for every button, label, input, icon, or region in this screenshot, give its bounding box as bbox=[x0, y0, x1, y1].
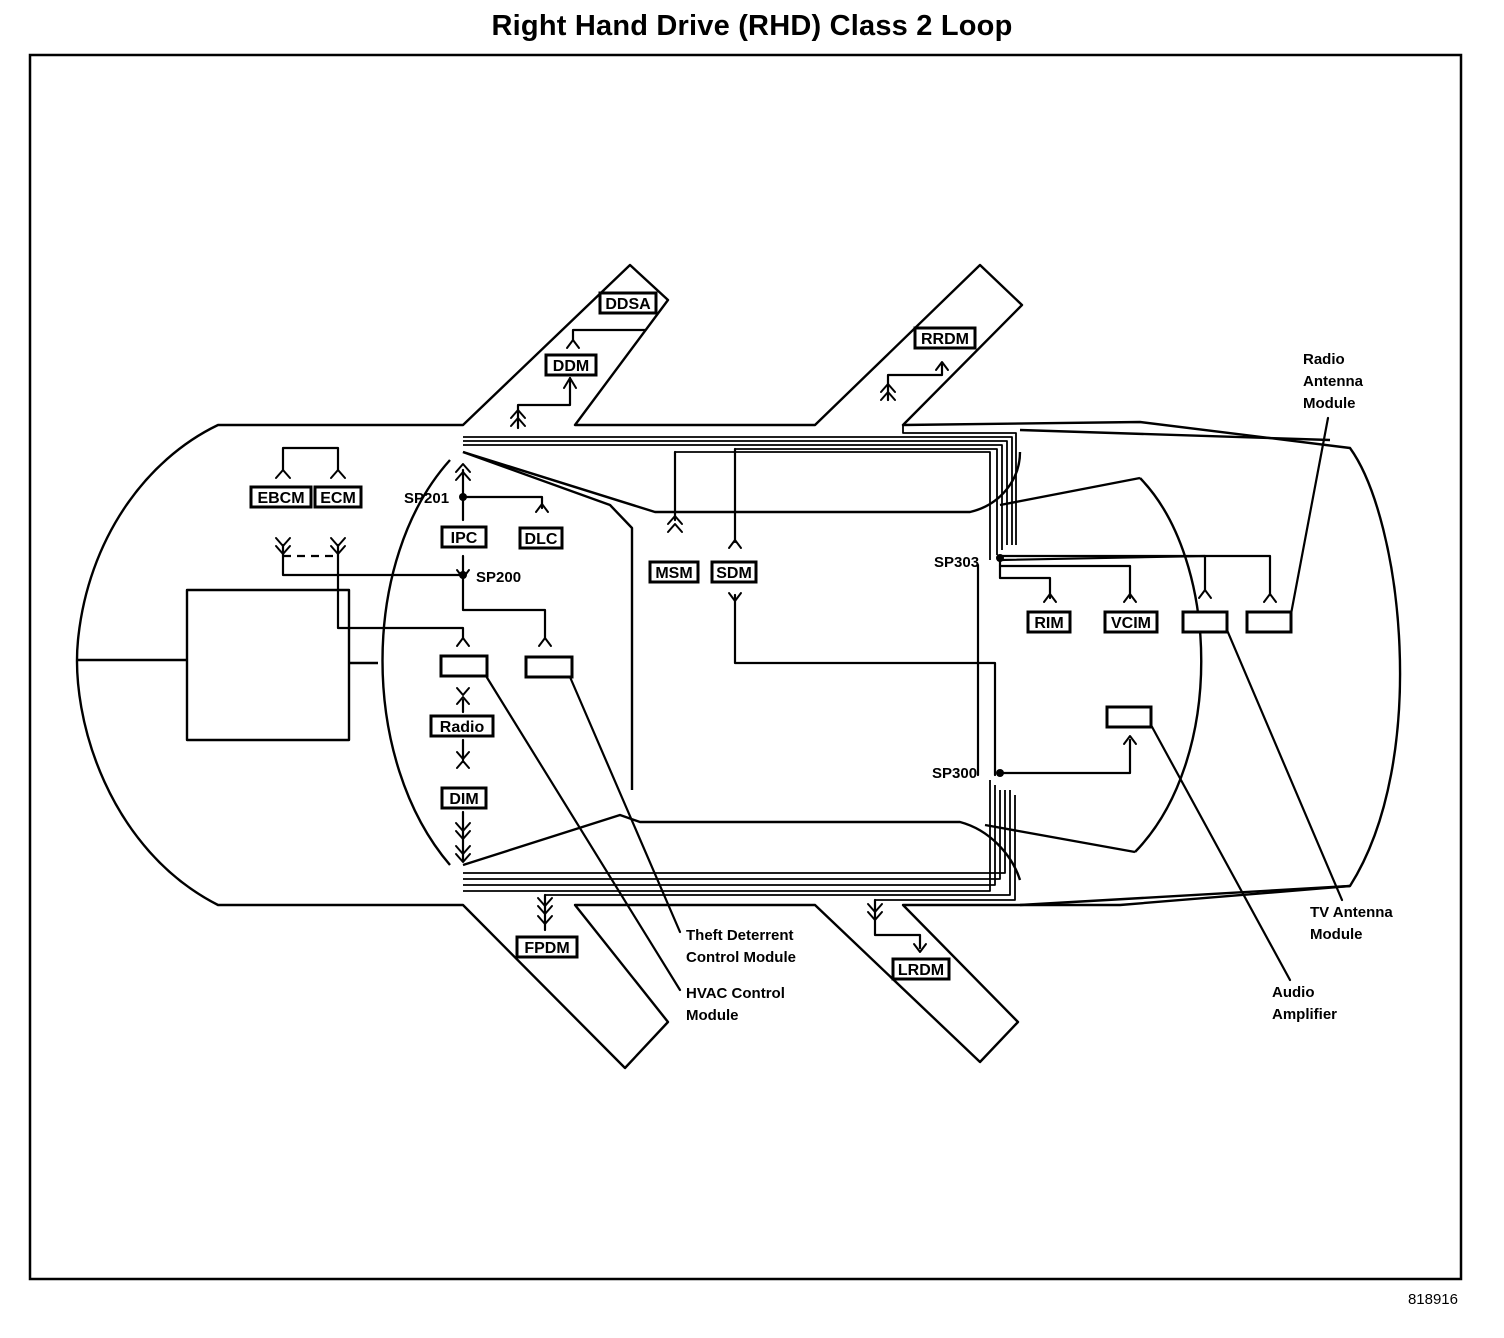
module-label: DLC bbox=[525, 531, 558, 548]
module-ebcm: EBCM bbox=[249, 485, 313, 509]
splice-label-sp200: SP200 bbox=[476, 569, 521, 586]
svg-text:Module: Module bbox=[1310, 926, 1363, 943]
module-radio: Radio bbox=[429, 714, 495, 738]
svg-text:Module: Module bbox=[1303, 395, 1356, 412]
module-label: RIM bbox=[1034, 615, 1063, 632]
module-label: FPDM bbox=[524, 940, 569, 957]
module-label: ECM bbox=[320, 490, 356, 507]
module-dlc: DLC bbox=[518, 526, 564, 550]
module-label: RRDM bbox=[921, 331, 969, 348]
callout-leaders bbox=[484, 416, 1344, 992]
splice-label-sp300: SP300 bbox=[932, 765, 977, 782]
splice-dot-sp300 bbox=[996, 769, 1004, 777]
svg-text:HVAC Control: HVAC Control bbox=[686, 985, 785, 1002]
module-dim: DIM bbox=[440, 786, 488, 810]
svg-text:Audio: Audio bbox=[1272, 984, 1315, 1001]
svg-text:Control Module: Control Module bbox=[686, 949, 796, 966]
splice-dot-sp303 bbox=[996, 554, 1004, 562]
module-label: DIM bbox=[449, 791, 478, 808]
theft-deterrent-module-box bbox=[524, 655, 574, 679]
module-msm: MSM bbox=[648, 560, 700, 584]
callout-tv-antenna-module: TV Antenna Module bbox=[1310, 904, 1393, 943]
svg-text:Module: Module bbox=[686, 1007, 739, 1024]
module-ecm: ECM bbox=[313, 485, 363, 509]
splice-points bbox=[459, 493, 1004, 777]
module-label: LRDM bbox=[898, 962, 944, 979]
module-lrdm: LRDM bbox=[891, 957, 951, 981]
module-fpdm: FPDM bbox=[515, 935, 579, 959]
svg-text:TV Antenna: TV Antenna bbox=[1310, 904, 1393, 921]
splice-label-sp201: SP201 bbox=[404, 490, 449, 507]
splice-dot-sp200 bbox=[459, 571, 467, 579]
page-title: Right Hand Drive (RHD) Class 2 Loop bbox=[491, 10, 1013, 42]
module-rim: RIM bbox=[1026, 610, 1072, 634]
module-ipc: IPC bbox=[440, 525, 488, 549]
connector-symbols bbox=[275, 339, 1277, 953]
module-label: IPC bbox=[451, 530, 478, 547]
svg-text:Amplifier: Amplifier bbox=[1272, 1006, 1337, 1023]
audio-amplifier-box bbox=[1105, 705, 1153, 729]
figure-number: 818916 bbox=[1407, 1291, 1458, 1308]
harness-bundles bbox=[463, 425, 1017, 901]
module-label: Radio bbox=[440, 719, 485, 736]
module-label: SDM bbox=[716, 565, 752, 582]
module-label: EBCM bbox=[257, 490, 304, 507]
callout-audio-amplifier: Audio Amplifier bbox=[1272, 984, 1337, 1023]
callout-theft-deterrent-control-module: Theft Deterrent Control Module bbox=[686, 927, 796, 966]
svg-text:Antenna: Antenna bbox=[1303, 373, 1364, 390]
tv-antenna-module-box bbox=[1181, 610, 1229, 634]
svg-text:Theft Deterrent: Theft Deterrent bbox=[686, 927, 794, 944]
module-sdm: SDM bbox=[710, 560, 758, 584]
module-label: VCIM bbox=[1111, 615, 1151, 632]
callout-hvac-control-module: HVAC Control Module bbox=[686, 985, 785, 1024]
module-rrdm: RRDM bbox=[913, 326, 977, 350]
module-ddsa: DDSA bbox=[598, 291, 658, 315]
module-label: MSM bbox=[655, 565, 692, 582]
callout-radio-antenna-module: Radio Antenna Module bbox=[1303, 351, 1364, 412]
vehicle-outline bbox=[75, 263, 1402, 1070]
module-label: DDSA bbox=[605, 296, 651, 313]
diagram-frame bbox=[28, 53, 1463, 1281]
splice-label-sp303: SP303 bbox=[934, 554, 979, 571]
module-ddm: DDM bbox=[544, 353, 598, 377]
svg-text:Radio: Radio bbox=[1303, 351, 1345, 368]
hvac-control-module-box bbox=[439, 654, 489, 678]
radio-antenna-module-box bbox=[1245, 610, 1293, 634]
module-vcim: VCIM bbox=[1103, 610, 1159, 634]
module-label: DDM bbox=[553, 358, 589, 375]
splice-dot-sp201 bbox=[459, 493, 467, 501]
